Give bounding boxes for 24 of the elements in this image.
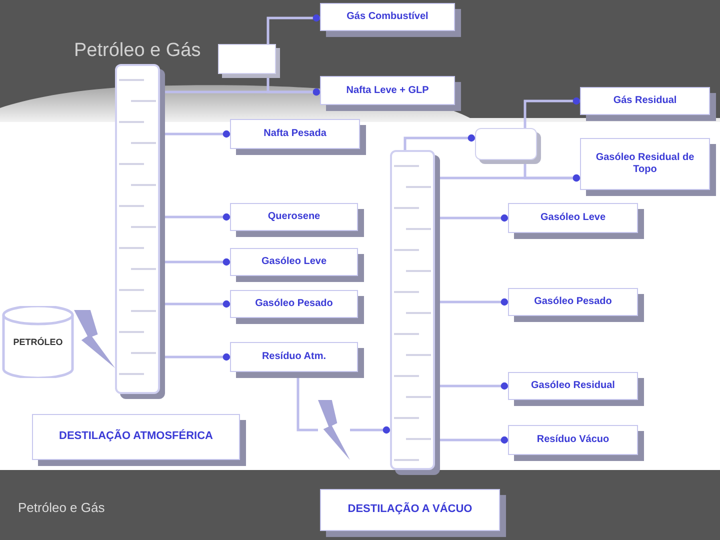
lightning-icon: [318, 400, 350, 460]
product-label: Gasóleo Pesado: [254, 298, 334, 310]
connector-line: [350, 426, 390, 434]
footer-text: Petróleo e Gás: [18, 500, 105, 515]
page-title: Petróleo e Gás: [74, 40, 201, 62]
connector-line: [266, 14, 320, 44]
product-label: Gás Residual: [612, 95, 678, 107]
product-label: Gasóleo Residual de Topo: [594, 152, 696, 176]
connector-line: [404, 134, 475, 150]
lightning-arrow: [74, 310, 115, 368]
product-label: Nafta Leve + GLP: [345, 84, 430, 96]
product-label: Gasóleo Pesado: [533, 296, 613, 308]
product-label: Querosene: [266, 211, 322, 223]
product-label: Gasóleo Residual: [530, 380, 616, 392]
product-label: Gasóleo Leve: [539, 212, 607, 224]
connector-line: [524, 97, 580, 128]
unit-title: DESTILAÇÃO A VÁCUO: [346, 503, 474, 517]
product-label: Nafta Pesada: [262, 128, 328, 140]
product-label: Gás Combustível: [346, 11, 430, 23]
product-label: Resíduo Vácuo: [536, 434, 610, 446]
product-label: Resíduo Atm.: [260, 351, 328, 363]
product-label: Gasóleo Leve: [260, 256, 328, 268]
unit-title: DESTILAÇÃO ATMOSFÉRICA: [58, 430, 214, 444]
tank-label: PETRÓLEO: [12, 336, 64, 348]
